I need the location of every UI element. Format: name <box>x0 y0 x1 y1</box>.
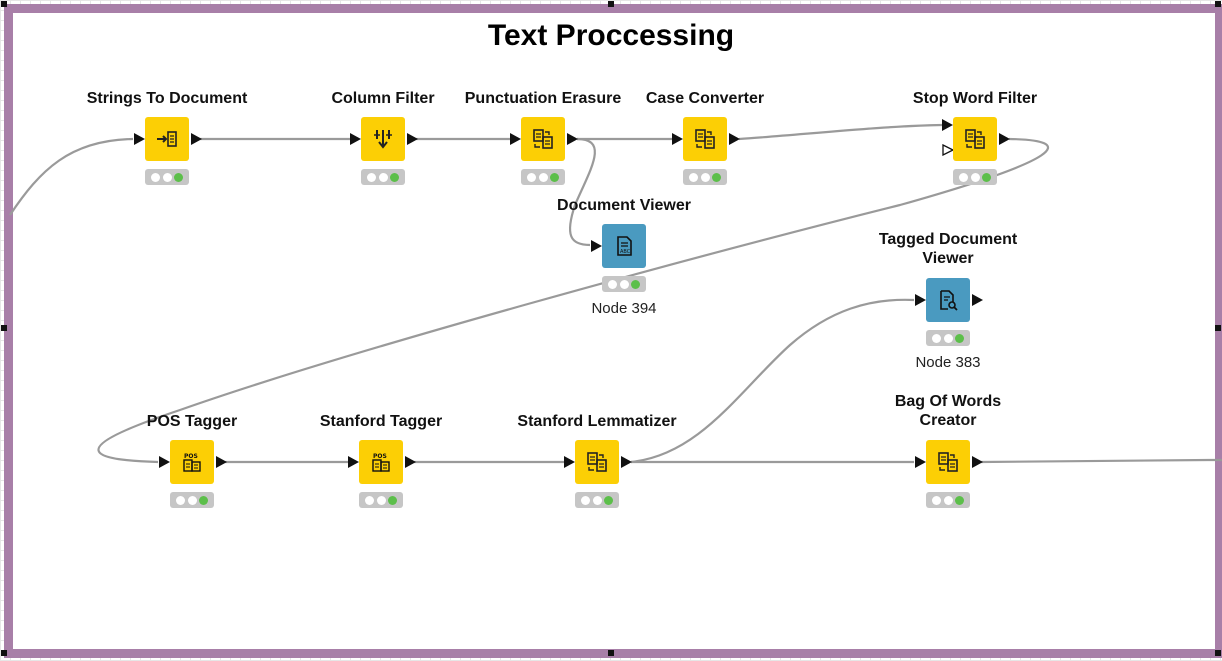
node-label: Stanford Lemmatizer <box>517 413 677 430</box>
node-label-line2: Creator <box>919 412 977 429</box>
output-port[interactable] <box>621 456 632 468</box>
preprocessing-icon[interactable] <box>926 440 970 484</box>
output-port[interactable] <box>972 294 983 306</box>
output-port[interactable] <box>567 133 578 145</box>
input-port[interactable] <box>591 240 602 252</box>
workflow-annotation[interactable] <box>4 4 1222 658</box>
node-label-line1: Bag Of Words <box>894 393 1002 410</box>
preprocessing-icon[interactable] <box>683 117 727 161</box>
output-port[interactable] <box>729 133 740 145</box>
node-label: Document Viewer <box>557 197 691 214</box>
input-port[interactable] <box>134 133 145 145</box>
node-id-label[interactable]: Node 394 <box>591 300 657 317</box>
tagged-document-viewer-icon[interactable] <box>926 278 970 322</box>
connection-stanford-lemmatizer-to-tagged-document-viewer <box>630 298 915 464</box>
input-port[interactable] <box>915 456 926 468</box>
traffic-light-status <box>145 169 189 185</box>
input-port[interactable] <box>348 456 359 468</box>
node-label: Stanford Tagger <box>319 413 443 430</box>
output-port[interactable] <box>407 133 418 145</box>
node-label: Stop Word Filter <box>912 90 1038 107</box>
node-label-line2: Viewer <box>922 250 974 267</box>
output-port[interactable] <box>999 133 1010 145</box>
traffic-light-status <box>926 492 970 508</box>
node-label: Strings To Document <box>86 90 248 107</box>
preprocessing-icon[interactable] <box>521 117 565 161</box>
input-port[interactable] <box>915 294 926 306</box>
resize-handle-bottom-center[interactable] <box>608 650 614 656</box>
document-viewer-icon[interactable]: ABC <box>602 224 646 268</box>
input-port[interactable] <box>942 119 953 131</box>
node-label: Column Filter <box>331 90 435 107</box>
pos-tagger-icon[interactable]: POS <box>359 440 403 484</box>
resize-handle-top-right[interactable] <box>1215 1 1221 7</box>
connection-stop-word-filter-to-pos-tagger <box>97 137 1050 464</box>
traffic-light-status <box>575 492 619 508</box>
annotation-title: Text Proccessing <box>487 19 735 52</box>
traffic-light-status <box>953 169 997 185</box>
output-port[interactable] <box>216 456 227 468</box>
resize-handle-bottom-right[interactable] <box>1215 650 1221 656</box>
column-filter-icon[interactable] <box>361 117 405 161</box>
svg-text:POS: POS <box>373 453 387 460</box>
resize-handle-bottom-left[interactable] <box>1 650 7 656</box>
optional-input-port[interactable] <box>942 144 954 156</box>
svg-text:ABC: ABC <box>620 249 631 255</box>
traffic-light-status <box>359 492 403 508</box>
resize-handle-top-left[interactable] <box>1 1 7 7</box>
traffic-light-status <box>602 276 646 292</box>
connection-bag-of-words-creator-output <box>980 458 1222 464</box>
resize-handle-middle-right[interactable] <box>1215 325 1221 331</box>
input-port[interactable] <box>159 456 170 468</box>
output-port[interactable] <box>191 133 202 145</box>
output-port[interactable] <box>972 456 983 468</box>
traffic-light-status <box>361 169 405 185</box>
node-label: POS Tagger <box>146 413 238 430</box>
svg-text:POS: POS <box>184 453 198 460</box>
output-port[interactable] <box>405 456 416 468</box>
node-id-label[interactable]: Node 383 <box>915 354 981 371</box>
resize-handle-top-center[interactable] <box>608 1 614 7</box>
node-label: Case Converter <box>645 90 765 107</box>
node-label: Punctuation Erasure <box>464 90 622 107</box>
connection-punctuation-erasure-to-document-viewer <box>568 137 596 247</box>
input-port[interactable] <box>350 133 361 145</box>
strings-to-document-icon[interactable] <box>145 117 189 161</box>
traffic-light-status <box>521 169 565 185</box>
traffic-light-status <box>170 492 214 508</box>
input-port[interactable] <box>564 456 575 468</box>
node-label-line1: Tagged Document <box>878 231 1018 248</box>
traffic-light-status <box>683 169 727 185</box>
pos-tagger-icon[interactable]: POS <box>170 440 214 484</box>
connection-case-converter-to-stop-word-filter <box>738 123 943 141</box>
input-port[interactable] <box>510 133 521 145</box>
preprocessing-icon[interactable] <box>575 440 619 484</box>
traffic-light-status <box>926 330 970 346</box>
resize-handle-middle-left[interactable] <box>1 325 7 331</box>
input-port[interactable] <box>672 133 683 145</box>
preprocessing-icon[interactable] <box>953 117 997 161</box>
connection-input-to-strings-to-document <box>9 137 134 216</box>
